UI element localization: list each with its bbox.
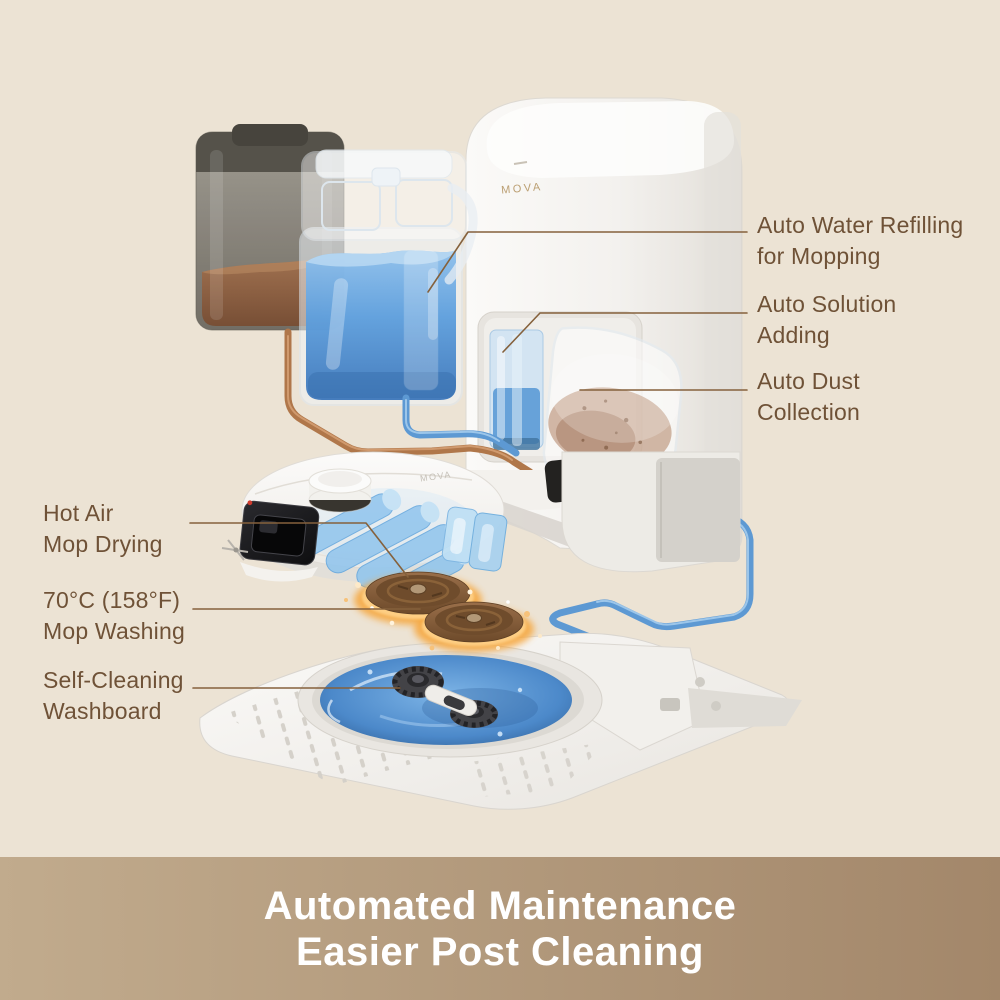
mop-mount-plates: [441, 506, 508, 572]
banner-title-line-2: Easier Post Cleaning: [296, 929, 704, 974]
splash-droplets: [344, 582, 542, 651]
waste-tube: [284, 328, 534, 476]
dock-side-shading: [704, 112, 741, 542]
label-line-2: Collection: [757, 399, 860, 425]
label-auto-solution-adding: Auto Solution Adding: [757, 289, 896, 351]
dock-indicator-mark: [513, 161, 528, 165]
dock-top-face: [486, 101, 735, 178]
clean-water-tank: [299, 149, 478, 406]
leader-line-auto-solution-adding: [502, 312, 748, 353]
label-mop-washing-temp: 70°C (158°F) Mop Washing: [43, 585, 185, 647]
dock-base: [466, 451, 741, 573]
dock-brand-logo: MOVA: [501, 181, 543, 197]
dock-station: MOVA: [465, 97, 743, 558]
label-line-1: 70°C (158°F): [43, 587, 181, 613]
label-auto-dust-collection: Auto Dust Collection: [757, 366, 860, 428]
front-camera-module: [239, 500, 320, 566]
robot-vacuum: MOVA: [221, 451, 508, 604]
mop-pad-2: [424, 601, 524, 643]
label-line-2: Washboard: [43, 698, 162, 724]
washboard-right-platform: [688, 688, 802, 728]
dust-debris: [548, 387, 672, 469]
product-exploded-illustration: MOVA: [189, 97, 802, 810]
label-auto-water-refilling: Auto Water Refilling for Mopping: [757, 210, 963, 272]
mop-pads: [344, 571, 542, 652]
banner: Automated Maintenance Easier Post Cleani…: [0, 857, 1000, 1000]
dirty-tank-handle: [232, 124, 308, 146]
washboard: [199, 632, 802, 810]
banner-title-line-1: Automated Maintenance: [263, 883, 737, 928]
dust-bag: [542, 326, 683, 485]
status-led: [247, 500, 253, 506]
clean-water: [306, 250, 456, 400]
clean-water-tube: [402, 394, 520, 457]
label-line-2: for Mopping: [757, 243, 881, 269]
label-line-1: Hot Air: [43, 500, 114, 526]
clean-tank-lid: [301, 149, 478, 285]
solution-tank: [489, 329, 544, 450]
robot-brand-logo: MOVA: [419, 469, 452, 483]
leader-line-auto-water-refilling: [427, 231, 748, 293]
leader-line-hot-air-drying: [189, 522, 409, 578]
label-line-2: Mop Washing: [43, 618, 185, 644]
mop-pad-1: [365, 571, 471, 615]
side-brush: [221, 539, 249, 561]
rotor-arm: [424, 684, 478, 716]
label-self-cleaning-washboard: Self-Cleaning Washboard: [43, 665, 184, 727]
dock-leg-panel: [656, 458, 740, 562]
label-hot-air-mop-drying: Hot Air Mop Drying: [43, 498, 163, 560]
label-line-2: Adding: [757, 322, 830, 348]
label-line-1: Auto Dust: [757, 368, 860, 394]
label-line-1: Auto Water Refilling: [757, 212, 964, 238]
label-line-1: Auto Solution: [757, 291, 897, 317]
lidar-tower: [308, 468, 372, 513]
dirty-tank-lid: [196, 132, 344, 172]
washboard-ridges-lower: [468, 742, 606, 798]
label-line-2: Mop Drying: [43, 531, 163, 557]
label-line-1: Self-Cleaning: [43, 667, 184, 693]
